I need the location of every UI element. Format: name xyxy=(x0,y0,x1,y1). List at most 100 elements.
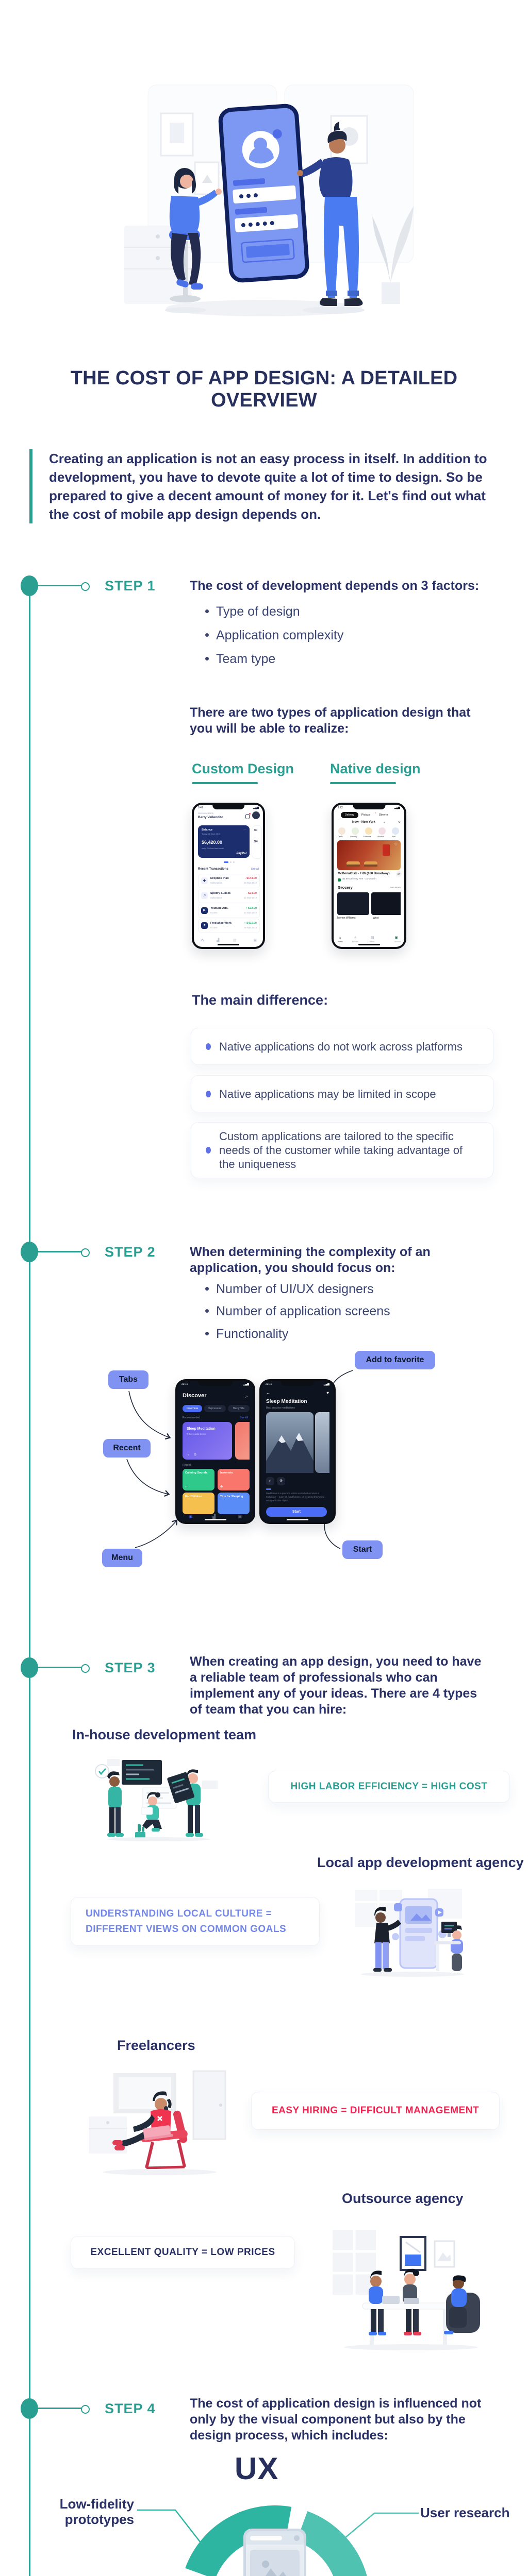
native-design-underline xyxy=(330,782,396,784)
meditation-discover-screen: 23:10 ▂▄▆ Discover ⌕ Insomnia Depression… xyxy=(177,1381,253,1522)
status-time: 1:22 xyxy=(338,806,343,809)
sleep-meditation-card: Sleep Meditation 7 Day Audio Series ∩ ⊘ xyxy=(183,1422,232,1460)
recent-label: Recent xyxy=(183,1464,191,1467)
home-indicator xyxy=(204,1519,226,1520)
mountain-photo xyxy=(266,1412,314,1473)
recent-tile: For Children xyxy=(183,1493,214,1514)
status-time: 9:41 xyxy=(198,806,203,809)
timeline-ring-step4 xyxy=(81,2405,90,2414)
recent-tile: Insomnia⊘ xyxy=(218,1469,250,1490)
category-icon xyxy=(365,827,372,835)
delivery-fee-icon xyxy=(338,878,341,882)
more-icon: … xyxy=(243,827,246,831)
transaction-row: ▶ Youtube Ads. Income + $32.00 10 Sept 2… xyxy=(198,904,260,918)
recent-annotation-chip: Recent xyxy=(103,1439,151,1458)
headphones-icon: ∩ xyxy=(266,1477,274,1485)
ux-title: UX xyxy=(235,2451,279,2486)
detail-subtitle: Best practice meditations xyxy=(266,1406,295,1410)
freelancers-team-title: Freelancers xyxy=(117,2038,195,2053)
step2-bullet-3: Functionality xyxy=(205,1326,288,1342)
dropbox-icon: ◆ xyxy=(201,877,208,884)
see-more-link: See More xyxy=(390,887,401,889)
ux-connector-lines xyxy=(137,2509,419,2557)
man-figure xyxy=(297,122,365,314)
heart-icon: ♡ xyxy=(394,843,398,846)
meditation-detail-phone: 23:10 ▂▄▆ ← ♥ Sleep Meditation Best prac… xyxy=(259,1379,336,1524)
add-to-favorite-annotation-chip: Add to favorite xyxy=(355,1351,435,1369)
carousel-dot xyxy=(233,861,235,863)
step1-bullet-3: Team type xyxy=(205,651,275,667)
recommended-label: Recommended xyxy=(183,1416,200,1419)
step1-heading2: There are two types of application desig… xyxy=(190,705,471,736)
tabs-annotation-chip: Tabs xyxy=(108,1370,148,1389)
carousel-dash xyxy=(224,861,228,863)
step1-bullet-1: Type of design xyxy=(205,604,300,619)
download-icon: ⊘ xyxy=(220,1485,223,1488)
youtube-icon: ▶ xyxy=(201,907,208,914)
headphones-icon: ∩ xyxy=(185,1485,188,1488)
description-text: Meditation is a practice where an indivi… xyxy=(266,1492,325,1502)
outsource-illustration xyxy=(333,2230,480,2350)
blue-dot-icon xyxy=(206,1090,211,1097)
pickup-badge: * xyxy=(375,812,376,816)
delivery-tab: Delivery xyxy=(341,812,358,818)
page-title: THE COST OF APP DESIGN: A DETAILED OVERV… xyxy=(70,367,458,412)
ux-label-low-fidelity: Low-fidelity prototypes xyxy=(59,2496,134,2527)
bullet-dot-icon xyxy=(205,633,209,637)
step1-label: STEP 1 xyxy=(105,578,156,594)
grocery-section-title: Grocery xyxy=(338,885,353,890)
phone-notch xyxy=(197,1381,233,1386)
accent-dash xyxy=(266,1488,271,1490)
outsource-equation-card: EXCELLENT QUALITY = LOW PRICES xyxy=(71,2236,295,2269)
difference-card: Native applications do not work across p… xyxy=(191,1028,493,1065)
home-indicator xyxy=(358,944,380,945)
custom-design-title: Custom Design xyxy=(192,761,294,776)
balance-card: Balance … Today, 06 Sept 2019 $6,420.00 … xyxy=(198,825,250,858)
location-selector: Now · New York xyxy=(352,821,375,824)
store-name: West xyxy=(373,917,379,920)
timeline-ring-step1 xyxy=(81,582,90,591)
transaction-row: ◆ Dropbox Plan Subscription - $144.00 19… xyxy=(198,874,260,888)
status-icons: ▂▄▆ xyxy=(243,1383,249,1386)
account-tab-icon: ▣ xyxy=(394,936,398,940)
headphones-icon: ∩ xyxy=(187,1453,189,1456)
plant-icon xyxy=(372,206,414,304)
step4-heading: The cost of application design is influe… xyxy=(190,2396,482,2443)
timeline-connector-step1 xyxy=(29,585,82,586)
discover-phone: 23:10 ▂▄▆ Discover ⌕ Insomnia Depression… xyxy=(175,1379,255,1524)
step2-bullet-2: Number of application screens xyxy=(205,1303,390,1319)
tab-insomnia: Insomnia xyxy=(183,1405,202,1412)
difference-card: Custom applications are tailored to the … xyxy=(191,1122,493,1178)
restaurant-name: McDonald's® - FiDi (160 Broadway) xyxy=(338,872,390,875)
start-annotation-chip: Start xyxy=(342,1540,383,1559)
transaction-row: ♫ Spotify Subscr. Subscription - $24.00 … xyxy=(198,889,260,903)
bullet-dot-icon xyxy=(205,657,209,660)
timeline-ring-step3 xyxy=(81,1664,90,1673)
balance-amount: $6,420.00 xyxy=(202,840,223,845)
hero-illustration xyxy=(124,84,414,316)
discover-title: Discover xyxy=(183,1393,207,1399)
compass-tab-icon: ◉ xyxy=(189,1514,192,1519)
home-indicator xyxy=(218,944,239,945)
home-tab-icon: ⌂ xyxy=(201,938,204,942)
pickup-tab: Pickup xyxy=(361,814,370,817)
rating-badge: 4.7 xyxy=(396,871,402,877)
welcome-text: Welcome Back, xyxy=(198,812,214,815)
balance-note: up by 2% from last month xyxy=(202,848,224,850)
briefcase-icon: ■ xyxy=(201,922,208,929)
main-difference-heading: The main difference: xyxy=(192,992,328,1008)
native-design-title: Native design xyxy=(330,761,421,776)
category-icon xyxy=(378,827,386,835)
bullet-dot-icon xyxy=(205,1287,209,1291)
filter-icon: ≎ xyxy=(398,821,401,824)
timeline-ring-step2 xyxy=(81,1248,90,1257)
card-peek xyxy=(235,1422,250,1460)
freelancer-illustration xyxy=(89,2070,226,2175)
chevron-down-icon: ⌄ xyxy=(383,821,386,824)
recent-tile: Calming Sounds∩ xyxy=(183,1469,214,1490)
inhouse-team-title: In-house development team xyxy=(72,1727,257,1742)
meditation-detail-screen: 23:10 ▂▄▆ ← ♥ Sleep Meditation Best prac… xyxy=(261,1381,334,1522)
notification-badge xyxy=(249,813,251,815)
step2-label: STEP 2 xyxy=(105,1244,156,1260)
